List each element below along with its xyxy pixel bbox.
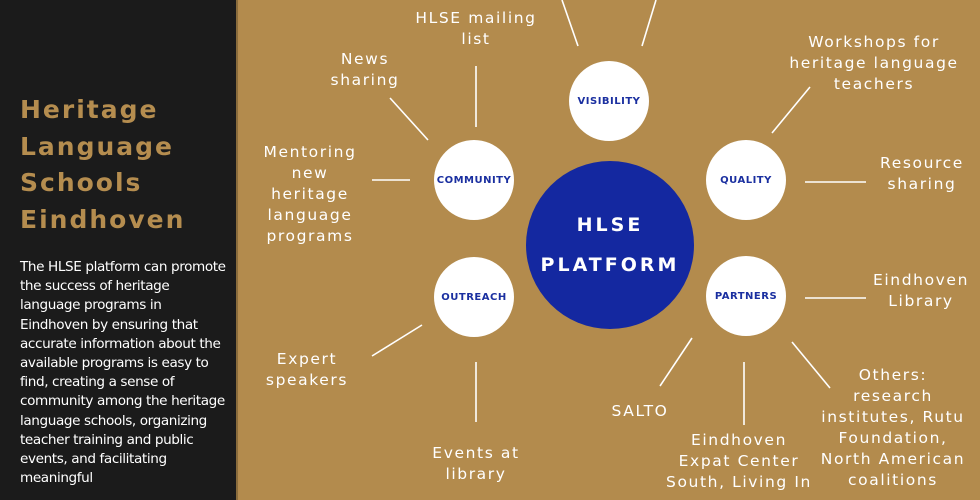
title-line: Eindhoven xyxy=(20,204,186,234)
center-line: PLATFORM xyxy=(540,254,680,276)
connector xyxy=(771,86,811,134)
community-node: COMMUNITY xyxy=(434,140,514,220)
hlse-platform-node: HLSE PLATFORM xyxy=(526,161,694,329)
sidebar: Heritage Language Schools Eindhoven The … xyxy=(0,0,238,500)
label-others: Others: research institutes, Rutu Founda… xyxy=(820,366,966,489)
label-mentoring: Mentoring new heritage language programs xyxy=(263,143,357,245)
quality-node: QUALITY xyxy=(706,140,786,220)
connector xyxy=(371,324,423,357)
connector xyxy=(659,337,693,387)
outreach-node: OUTREACH xyxy=(434,257,514,337)
label-resource: Resource sharing xyxy=(880,154,964,193)
visibility-node: VISIBILITY xyxy=(569,61,649,141)
sidebar-description: The HLSE platform can promote the succes… xyxy=(20,259,226,487)
center-line: HLSE xyxy=(576,214,644,236)
label-expat: Eindhoven Expat Center South, Living In xyxy=(666,431,812,491)
label-events: Events at library xyxy=(432,444,520,483)
label-library: Eindhoven Library xyxy=(872,271,969,310)
label-workshops: Workshops for heritage language teachers xyxy=(789,33,959,93)
title-line: Schools xyxy=(20,168,143,197)
sidebar-title: Heritage Language Schools Eindhoven xyxy=(20,92,230,238)
connector xyxy=(389,97,429,141)
label-mailing: HLSE mailing list xyxy=(415,9,537,48)
connector xyxy=(641,0,657,47)
title-line: Language xyxy=(20,131,175,161)
label-salto: SALTO xyxy=(611,402,669,420)
connector xyxy=(561,0,579,47)
partners-node: PARTNERS xyxy=(706,256,786,336)
title-line: Heritage xyxy=(20,95,159,124)
connector xyxy=(791,341,831,389)
label-expert: Expert speakers xyxy=(265,350,349,389)
label-news: News sharing xyxy=(330,50,400,89)
